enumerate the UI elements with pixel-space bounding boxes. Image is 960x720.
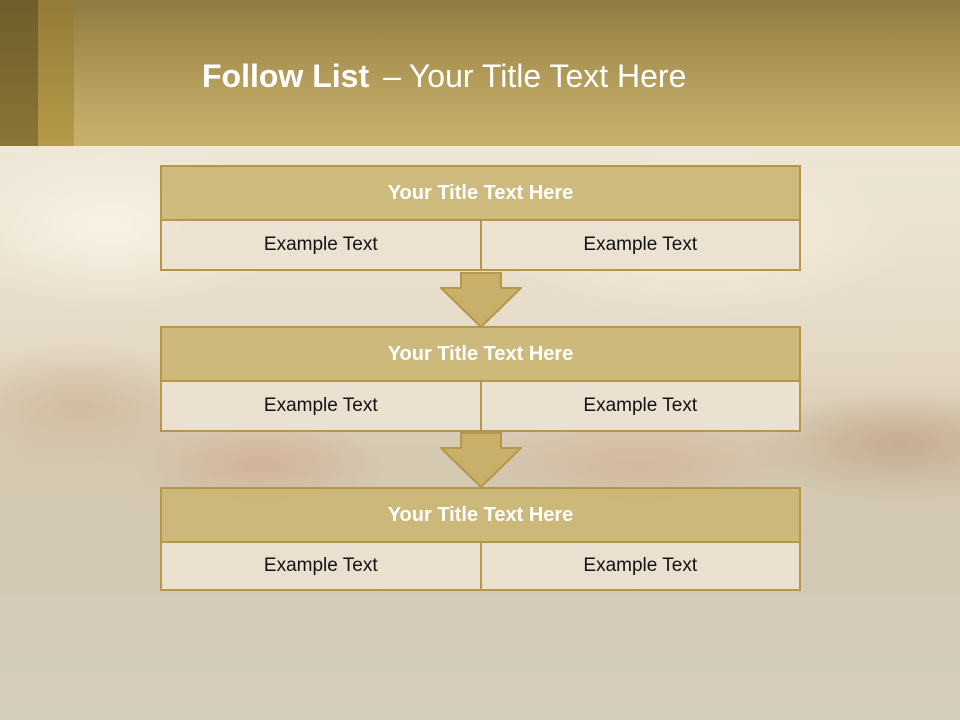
flow-block-row: Example Text Example Text bbox=[160, 543, 801, 591]
down-arrow-icon bbox=[440, 272, 522, 328]
slide-title: Follow List–Your Title Text Here bbox=[202, 54, 686, 98]
flow-block-1: Your Title Text Here Example Text Exampl… bbox=[160, 165, 801, 271]
header-band: Follow List–Your Title Text Here bbox=[0, 0, 960, 146]
slide-title-rest: Your Title Text Here bbox=[408, 58, 687, 94]
flow-block-title: Your Title Text Here bbox=[160, 487, 801, 543]
flow-block-cell-right: Example Text bbox=[481, 221, 801, 271]
slide-title-separator: – bbox=[383, 58, 401, 94]
flow-block-2: Your Title Text Here Example Text Exampl… bbox=[160, 326, 801, 432]
flow-block-3: Your Title Text Here Example Text Exampl… bbox=[160, 487, 801, 591]
flow-block-row: Example Text Example Text bbox=[160, 382, 801, 432]
header-accent-strip-dark bbox=[0, 0, 38, 146]
flow-block-cell-left: Example Text bbox=[160, 543, 482, 591]
flow-block-cell-right: Example Text bbox=[481, 382, 801, 432]
flow-block-title: Your Title Text Here bbox=[160, 326, 801, 382]
flow-block-title: Your Title Text Here bbox=[160, 165, 801, 221]
down-arrow-icon bbox=[440, 432, 522, 488]
flow-block-cell-left: Example Text bbox=[160, 221, 482, 271]
slide-title-bold: Follow List bbox=[202, 58, 370, 94]
flow-block-cell-right: Example Text bbox=[481, 543, 801, 591]
flow-block-cell-left: Example Text bbox=[160, 382, 482, 432]
header-accent-strip bbox=[38, 0, 74, 146]
flow-block-row: Example Text Example Text bbox=[160, 221, 801, 271]
